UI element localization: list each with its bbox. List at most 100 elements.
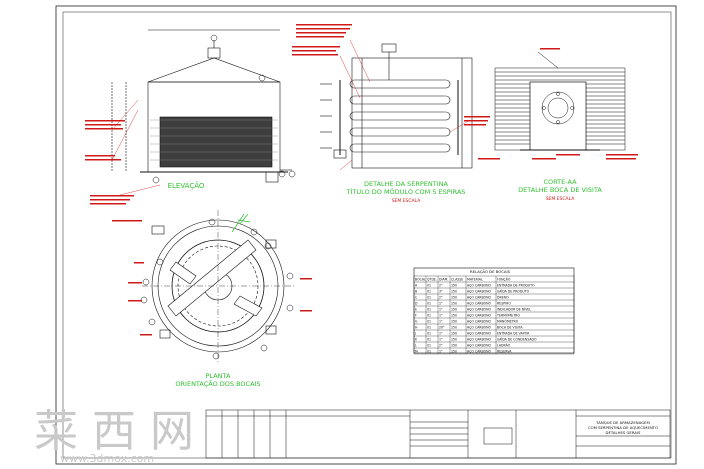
table-cell: BOCA DE VISITA xyxy=(497,325,523,329)
table-header-cell: BOCAL xyxy=(415,277,426,281)
coil-detail-scale: SEM ESCALA xyxy=(392,198,422,204)
table-cell: 01 xyxy=(427,325,431,329)
table-cell: L xyxy=(415,343,417,347)
table-cell: 150 xyxy=(451,307,457,311)
elevation-leaders xyxy=(111,99,161,196)
table-cell: F xyxy=(415,313,417,317)
table-cell: 01 xyxy=(427,337,431,341)
table-cell: 150 xyxy=(451,343,457,347)
table-cell: 1" xyxy=(439,331,443,335)
table-cell: AÇO CARBONO xyxy=(467,325,492,329)
table-cell: 150 xyxy=(451,349,457,353)
plan-title: PLANTA xyxy=(206,372,231,380)
table-cell: TERMÔMETRO xyxy=(496,312,520,317)
coil-detail-view xyxy=(320,43,473,169)
table-cell: 1" xyxy=(439,319,443,323)
table-header-cell: MATERIAL xyxy=(467,277,483,281)
table-cell: RESERVA xyxy=(497,349,512,353)
table-cell: 2" xyxy=(439,283,443,287)
watermark-url: www.3dmox.com xyxy=(60,452,154,465)
table-header-cell: QTDE. xyxy=(427,277,437,281)
table-cell: ENTRADA DE PRODUTO xyxy=(497,283,535,287)
sheet-border-outer xyxy=(55,5,677,465)
table-cell: AÇO CARBONO xyxy=(467,283,492,287)
table-cell: 150 xyxy=(451,301,457,305)
table-cell: 01 xyxy=(427,301,431,305)
title-line-1: TANQUE DE ARMAZENAGEM xyxy=(595,420,649,425)
table-cell: 150 xyxy=(451,319,457,323)
table-cell: AÇO CARBONO xyxy=(467,319,492,323)
coil-detail-subtitle: TÍTULO DO MÓDULO COM 5 ESPIRAS xyxy=(346,187,466,196)
table-cell: AÇO CARBONO xyxy=(467,313,492,317)
table-cell: 150 xyxy=(451,325,457,329)
table-cell: A xyxy=(415,283,418,287)
table-cell: 150 xyxy=(451,337,457,341)
table-cell: AÇO CARBONO xyxy=(467,301,492,305)
section-aa-view xyxy=(494,51,626,151)
table-cell: AÇO CARBONO xyxy=(467,331,492,335)
table-cell: DRENO xyxy=(497,295,509,299)
coil-detail-title: DETALHE DA SERPENTINA xyxy=(364,180,448,188)
coil-red-notes xyxy=(292,24,490,126)
table-cell: AÇO CARBONO xyxy=(467,337,492,341)
table-cell: MANÔMETRO xyxy=(497,318,519,323)
table-cell: 01 xyxy=(427,307,431,311)
title-line-2: COM SERPENTINA DE AQUECIMENTO xyxy=(588,425,658,430)
table-cell: SAÍDA DE CONDENSADO xyxy=(497,336,537,341)
plan-callouts xyxy=(140,218,294,360)
table-cell: J xyxy=(414,331,416,335)
table-cell: 01 xyxy=(427,295,431,299)
plan-subtitle: ORIENTAÇÃO DOS BOCAIS xyxy=(175,379,260,388)
table-cell: C xyxy=(415,295,418,299)
table-cell: AÇO CARBONO xyxy=(467,295,492,299)
table-cell: H xyxy=(415,325,418,329)
section-red-notes xyxy=(478,48,638,160)
nozzle-table-title: RELAÇÃO DE BOCAIS xyxy=(470,269,511,274)
table-cell: AÇO CARBONO xyxy=(467,349,492,353)
table-cell: 01 xyxy=(427,343,431,347)
plan-green-markers xyxy=(231,213,251,233)
table-cell: 20" xyxy=(439,325,445,329)
table-cell: G xyxy=(415,319,418,323)
table-cell: 01 xyxy=(427,289,431,293)
table-cell: K xyxy=(415,337,418,341)
table-cell: 1" xyxy=(439,301,443,305)
plan-red-notes xyxy=(112,220,312,336)
table-cell: ENTRADA DE VAPOR xyxy=(497,331,530,335)
table-cell: E xyxy=(415,307,417,311)
table-cell: 2" xyxy=(439,343,443,347)
elevation-title: ELEVAÇÃO xyxy=(168,181,205,190)
table-cell: 1" xyxy=(439,349,443,353)
plan-view xyxy=(142,210,294,362)
table-cell: M xyxy=(415,349,418,353)
table-cell: 01 xyxy=(427,349,431,353)
table-cell: 1" xyxy=(439,337,443,341)
table-cell: D xyxy=(415,301,418,305)
table-cell: 2" xyxy=(439,295,443,299)
table-header-cell: DIAM. xyxy=(439,277,448,281)
table-cell: RESPIRO xyxy=(497,301,511,305)
section-title: CORTE-AA xyxy=(543,178,577,186)
table-cell: AÇO CARBONO xyxy=(467,289,492,293)
table-cell: 3" xyxy=(439,289,443,293)
table-cell: INDICADOR DE NÍVEL xyxy=(497,306,531,311)
section-scale: SEM ESCALA xyxy=(546,196,576,202)
table-cell: 1" xyxy=(439,313,443,317)
table-cell: 1" xyxy=(439,307,443,311)
table-header-cell: CLASSE xyxy=(451,277,463,281)
elevation-view xyxy=(111,29,292,183)
table-cell: 150 xyxy=(451,331,457,335)
table-cell: 150 xyxy=(451,295,457,299)
table-cell: 01 xyxy=(427,313,431,317)
table-cell: 01 xyxy=(427,319,431,323)
table-cell: AÇO CARBONO xyxy=(467,307,492,311)
elevation-red-notes xyxy=(85,120,134,205)
elevation-callouts xyxy=(152,34,296,184)
table-cell: 01 xyxy=(427,283,431,287)
section-subtitle: DETALHE BOCA DE VISITA xyxy=(518,186,602,194)
coil-leaders xyxy=(339,39,471,171)
table-cell: 150 xyxy=(451,313,457,317)
